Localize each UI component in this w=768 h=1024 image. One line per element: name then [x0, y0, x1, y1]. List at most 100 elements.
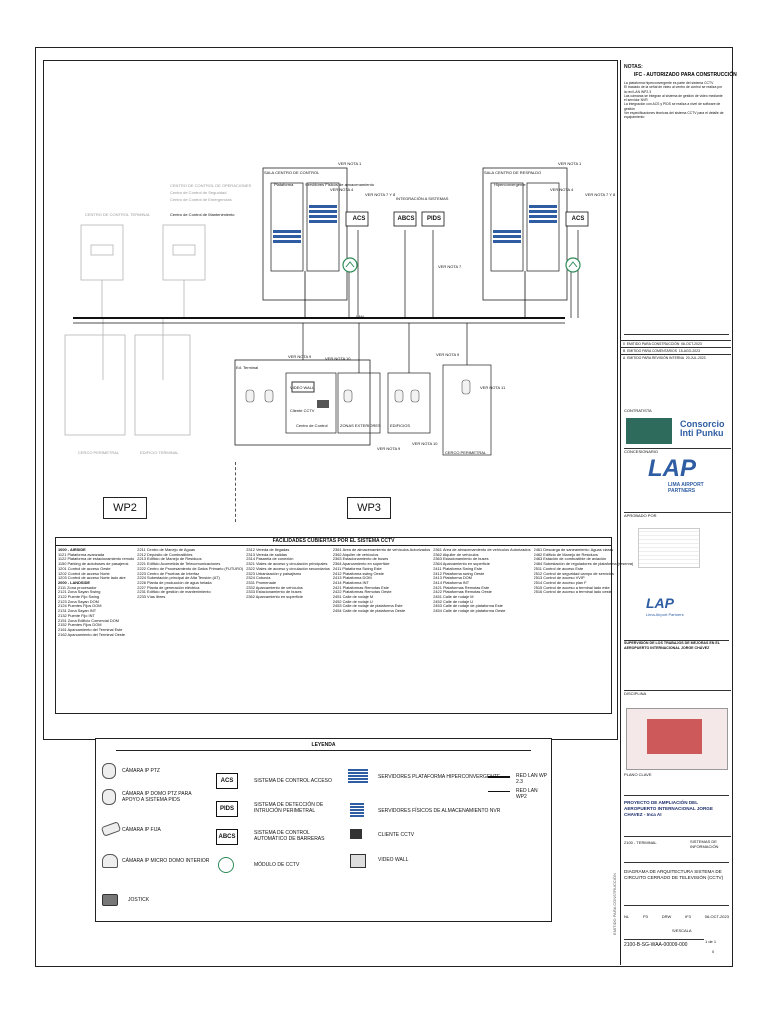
hyperconverged-icon	[348, 769, 368, 783]
terminal-zone	[234, 359, 371, 446]
revision-row: 0 EMITIDO PARA CONSTRUCCIÓN 06-OCT-2023	[620, 340, 731, 347]
note-9-b: VER NOTA 9	[436, 352, 460, 357]
facility-item: 2211 Centro de Manejo de Aguas	[137, 548, 195, 552]
grey-terminal-label: CENTRO DE CONTROL TERMINAL	[85, 212, 151, 217]
fixed-camera-icon	[100, 821, 122, 837]
owner-label: CONCESIONARIO	[624, 448, 731, 454]
facility-item: 1122 Plataforma de estacionamiento remot…	[58, 557, 135, 562]
key-plan	[626, 708, 728, 770]
facility-item: 2453 Calle de rodaje de plataforma Este	[332, 604, 403, 609]
grey-perimetral-label: CERCO PERIMETRAL	[78, 450, 120, 455]
facility-item: 2162 Aparcamiento del Terminal Oeste	[58, 632, 125, 637]
facilities-table: FACILIDADES CUBIERTAS POR EL SISTEMA CCT…	[55, 537, 633, 714]
facility-item: 2312 Vereda de llegadas	[246, 548, 290, 552]
facility-item: 2422 Plataformas Remotas Oeste	[433, 590, 492, 595]
integration-label: INTEGRACIÓN A SISTEMAS	[396, 196, 449, 201]
servidores-label: Servidores Físicos de almacenamiento	[305, 182, 374, 187]
abcs-label: ABCS	[397, 216, 415, 222]
note-1-right: VER NOTA 1	[558, 161, 582, 166]
project-name: PROYECTO DE AMPLIACIÓN DEL AEROPUERTO IN…	[624, 795, 729, 818]
note-10-a: VER NOTA 10	[325, 356, 351, 361]
facility-item: 2422 Plataformas Remotas Oeste	[332, 590, 392, 595]
lap-small-sub: Lima Airport Partners	[646, 612, 684, 617]
facility-item: 2411 Plataforma Swing Este	[433, 566, 483, 571]
mantenimiento-label: Centro de Control de Mantenimiento	[170, 212, 235, 217]
nvr-rack-right	[526, 182, 560, 272]
grey-emergencias-label: Centro de Control de Emergencias	[170, 197, 232, 202]
facility-item: 2233 Vías libres	[137, 595, 166, 600]
facility-item: 2223 Centro de Pruebas de Interfaz	[137, 571, 200, 576]
notes-title: NOTAS:	[624, 64, 643, 70]
nvr-icon	[350, 803, 364, 817]
terminal-label: Ed. Terminal	[236, 365, 259, 370]
acs-icon: ACS	[216, 773, 238, 789]
legend-box: LEYENDA CÁMARA IP PTZ CÁMARA IP DOMO PTZ…	[95, 738, 552, 922]
facilities-column: 2361 Área de almacenamiento de vehículos…	[333, 548, 433, 637]
facility-item: 2362 Alquiler de vehículos	[332, 552, 379, 557]
approval-label: APROBADO POR	[624, 512, 731, 518]
note-item: Ver especificaciones técnicas del sistem…	[624, 111, 724, 120]
cerco-perimetral-label: CERCO PERIMETRAL	[445, 450, 487, 455]
lap-small-logo: LAP	[646, 595, 674, 611]
grey-rack-left	[80, 224, 124, 281]
drawing-title: DIAGRAMA DE ARQUITECTURA SISTEMA DE CIRC…	[624, 862, 729, 881]
facility-item: 1201 Control de acceso Oeste	[58, 566, 111, 571]
revision-row: A EMITIDO PARA REVISIÓN INTERNA 20-JUL-2…	[620, 354, 731, 361]
acs-label-right: ACS	[571, 216, 585, 222]
grey-monitor-right	[172, 244, 196, 256]
client-icon	[317, 400, 329, 408]
facility-item: 2421 Plataformas Remotas Este	[433, 585, 490, 590]
facility-item: 2464 Subestación de reguladores de plata…	[533, 562, 634, 567]
note-9-c: VER NOTA 9	[377, 446, 401, 451]
ptz-camera-icon	[102, 763, 116, 779]
facility-item: 2413 Plataforma DOM	[332, 576, 372, 581]
contractor-label: CONTRATISTA	[624, 408, 652, 413]
grey-ccop-label: CENTRO DE CONTROL DE OPERACIONES	[170, 183, 252, 188]
scale: S/ESCALA	[672, 928, 692, 933]
facility-item: 2363 Estacionamiento de buses	[332, 557, 389, 562]
facility-item: 2454 Calle de rodaje de plataforma Oeste	[332, 609, 406, 614]
facility-item: 1203 Control de acceso Norte lado aire	[58, 576, 126, 581]
grey-control-center-group	[64, 224, 206, 436]
facility-item: 2513 Control de acceso VVIP	[533, 576, 585, 581]
facility-item: 2414 Plataforma INT	[433, 580, 470, 585]
joystick-icon	[102, 894, 118, 906]
facility-item: 2332 Aparcamiento de vehículos	[246, 585, 303, 590]
facility-item: 2224 Subestación principal de Alta Tensi…	[137, 576, 220, 581]
facility-item: 1000 - AIRSIDE	[58, 548, 86, 552]
hyperconverged-rack-right	[490, 182, 524, 272]
facility-item: 2514 Control de acceso plan F	[533, 580, 587, 585]
facility-item: 2361 Área de almacenamiento de vehículos…	[433, 548, 531, 552]
approval-status: IFC - AUTORIZADO PARA CONSTRUCCIÓN	[634, 72, 737, 78]
facility-item: 2231 Edificio de gestión de mantenimient…	[137, 590, 211, 595]
facility-item: 2124 Puentes Fijos DOM	[58, 604, 102, 609]
control-center-zone	[285, 372, 337, 434]
sheet-number: 1 de 1	[705, 939, 717, 944]
facility-item: 2453 Calle de rodaje de plataforma Este	[433, 604, 503, 609]
note-4-left: VER NOTA 4	[330, 187, 354, 192]
plataforma-label: Plataforma	[274, 182, 294, 187]
nvr-rack-left	[306, 182, 340, 272]
facility-item: 2331 Promenade	[246, 580, 277, 585]
signature-stamp	[638, 528, 700, 568]
revision-row: B EMITIDO PARA COMENTARIOS 15-AGO-2023	[620, 347, 731, 354]
drawing-number: 2100-B-SG-WAA-00009-000	[624, 939, 704, 948]
facility-item: 2314 Pasarela de conexión	[246, 557, 294, 562]
pids-icon: PIDS	[216, 801, 238, 817]
edificios-label: EDIFICIOS	[390, 423, 411, 428]
key-plan-highlight	[647, 719, 702, 754]
legend-title: LEYENDA	[116, 741, 531, 751]
lan-wp23-line	[488, 776, 510, 778]
note-item: El traslado de la señal de video al cent…	[624, 85, 723, 94]
note-7: VER NOTA 7	[438, 264, 462, 269]
facility-item: 2000 - LANDSIDE	[58, 580, 90, 585]
facility-item: 2363 Estacionamiento de buses	[433, 557, 489, 562]
revision-table: 0 EMITIDO PARA CONSTRUCCIÓN 06-OCT-2023 …	[620, 340, 731, 406]
lan-label: LAN	[356, 314, 364, 319]
video-wall-icon	[291, 381, 315, 393]
note-4-right: VER NOTA 4	[550, 187, 574, 192]
note-11: VER NOTA 11	[480, 385, 506, 390]
facility-item: 2411 Plataforma Swing Este	[332, 566, 382, 571]
facility-item: 2361 Área de almacenamiento de vehículos…	[332, 548, 431, 552]
